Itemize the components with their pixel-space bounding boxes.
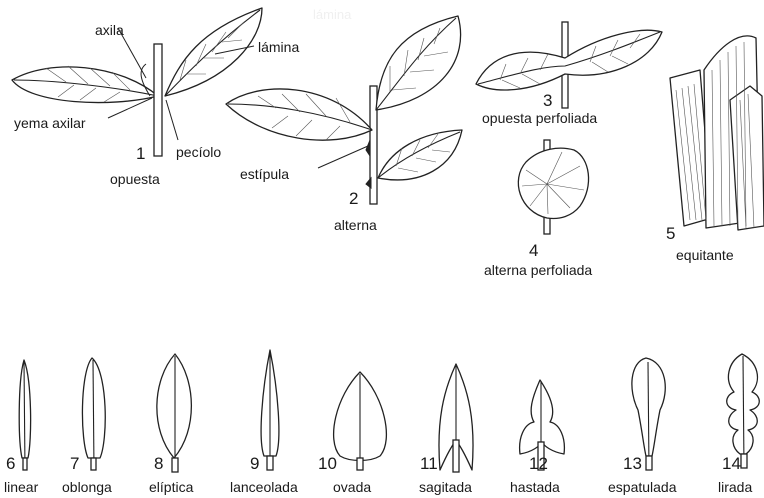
leaf-right <box>165 8 262 96</box>
shape-10-name: ovada <box>333 480 371 494</box>
shape-8-number: 8 <box>154 455 163 472</box>
leaf-shapes-row <box>19 350 759 472</box>
shape-ovada-drawing <box>334 372 387 470</box>
stem <box>154 44 162 156</box>
figure-1-number: 1 <box>136 145 145 162</box>
label-estipula: estípula <box>240 167 289 181</box>
shape-13-name: espatulada <box>608 480 677 494</box>
shape-sagitada-drawing <box>439 364 473 472</box>
shape-13-number: 13 <box>623 455 642 472</box>
shape-oblonga-drawing <box>82 358 105 470</box>
figure-1-name: opuesta <box>110 172 160 186</box>
shape-7-number: 7 <box>70 455 79 472</box>
figure-opuesta-drawing <box>12 8 262 156</box>
figure-alterna-perfoliada-drawing <box>518 140 588 234</box>
perfoliate-leaf <box>518 148 588 218</box>
shape-lirada-drawing <box>727 354 760 468</box>
shape-7-name: oblonga <box>62 480 112 494</box>
shape-14-name: lirada <box>718 480 752 494</box>
shape-12-name: hastada <box>510 480 560 494</box>
figure-5-name: equitante <box>676 248 734 262</box>
figure-equitante-drawing <box>670 36 764 230</box>
shape-9-number: 9 <box>250 455 259 472</box>
shape-14-number: 14 <box>722 455 741 472</box>
figure-3-number: 3 <box>543 92 552 109</box>
figure-opuesta-perfoliada-drawing <box>476 22 662 108</box>
figure-4-name: alterna perfoliada <box>484 263 592 277</box>
leaf-top <box>376 16 461 110</box>
shape-11-name: sagitada <box>419 480 472 494</box>
shape-6-number: 6 <box>6 455 15 472</box>
faint-background-label: lámina <box>313 8 351 21</box>
figure-5-number: 5 <box>666 225 675 242</box>
shape-lanceolada-drawing <box>261 350 279 470</box>
label-lamina: lámina <box>258 40 299 54</box>
figure-4-number: 4 <box>529 242 538 259</box>
shape-9-name: lanceolada <box>230 480 298 494</box>
shape-linear-drawing <box>19 360 30 470</box>
leaf-left <box>226 89 372 140</box>
shape-12-number: 12 <box>529 455 548 472</box>
shape-10-number: 10 <box>318 455 337 472</box>
label-peciolo: pecíolo <box>176 145 221 159</box>
figure-2-name: alterna <box>334 218 377 232</box>
leaf-lower-right <box>378 130 462 180</box>
shape-6-name: linear <box>4 480 38 494</box>
shape-11-number: 11 <box>420 455 438 472</box>
label-axila: axila <box>95 23 124 37</box>
label-yema-axilar: yema axilar <box>14 116 86 130</box>
figure-2-number: 2 <box>349 190 358 207</box>
figure-3-name: opuesta perfoliada <box>482 111 597 125</box>
shape-8-name: elíptica <box>149 480 193 494</box>
